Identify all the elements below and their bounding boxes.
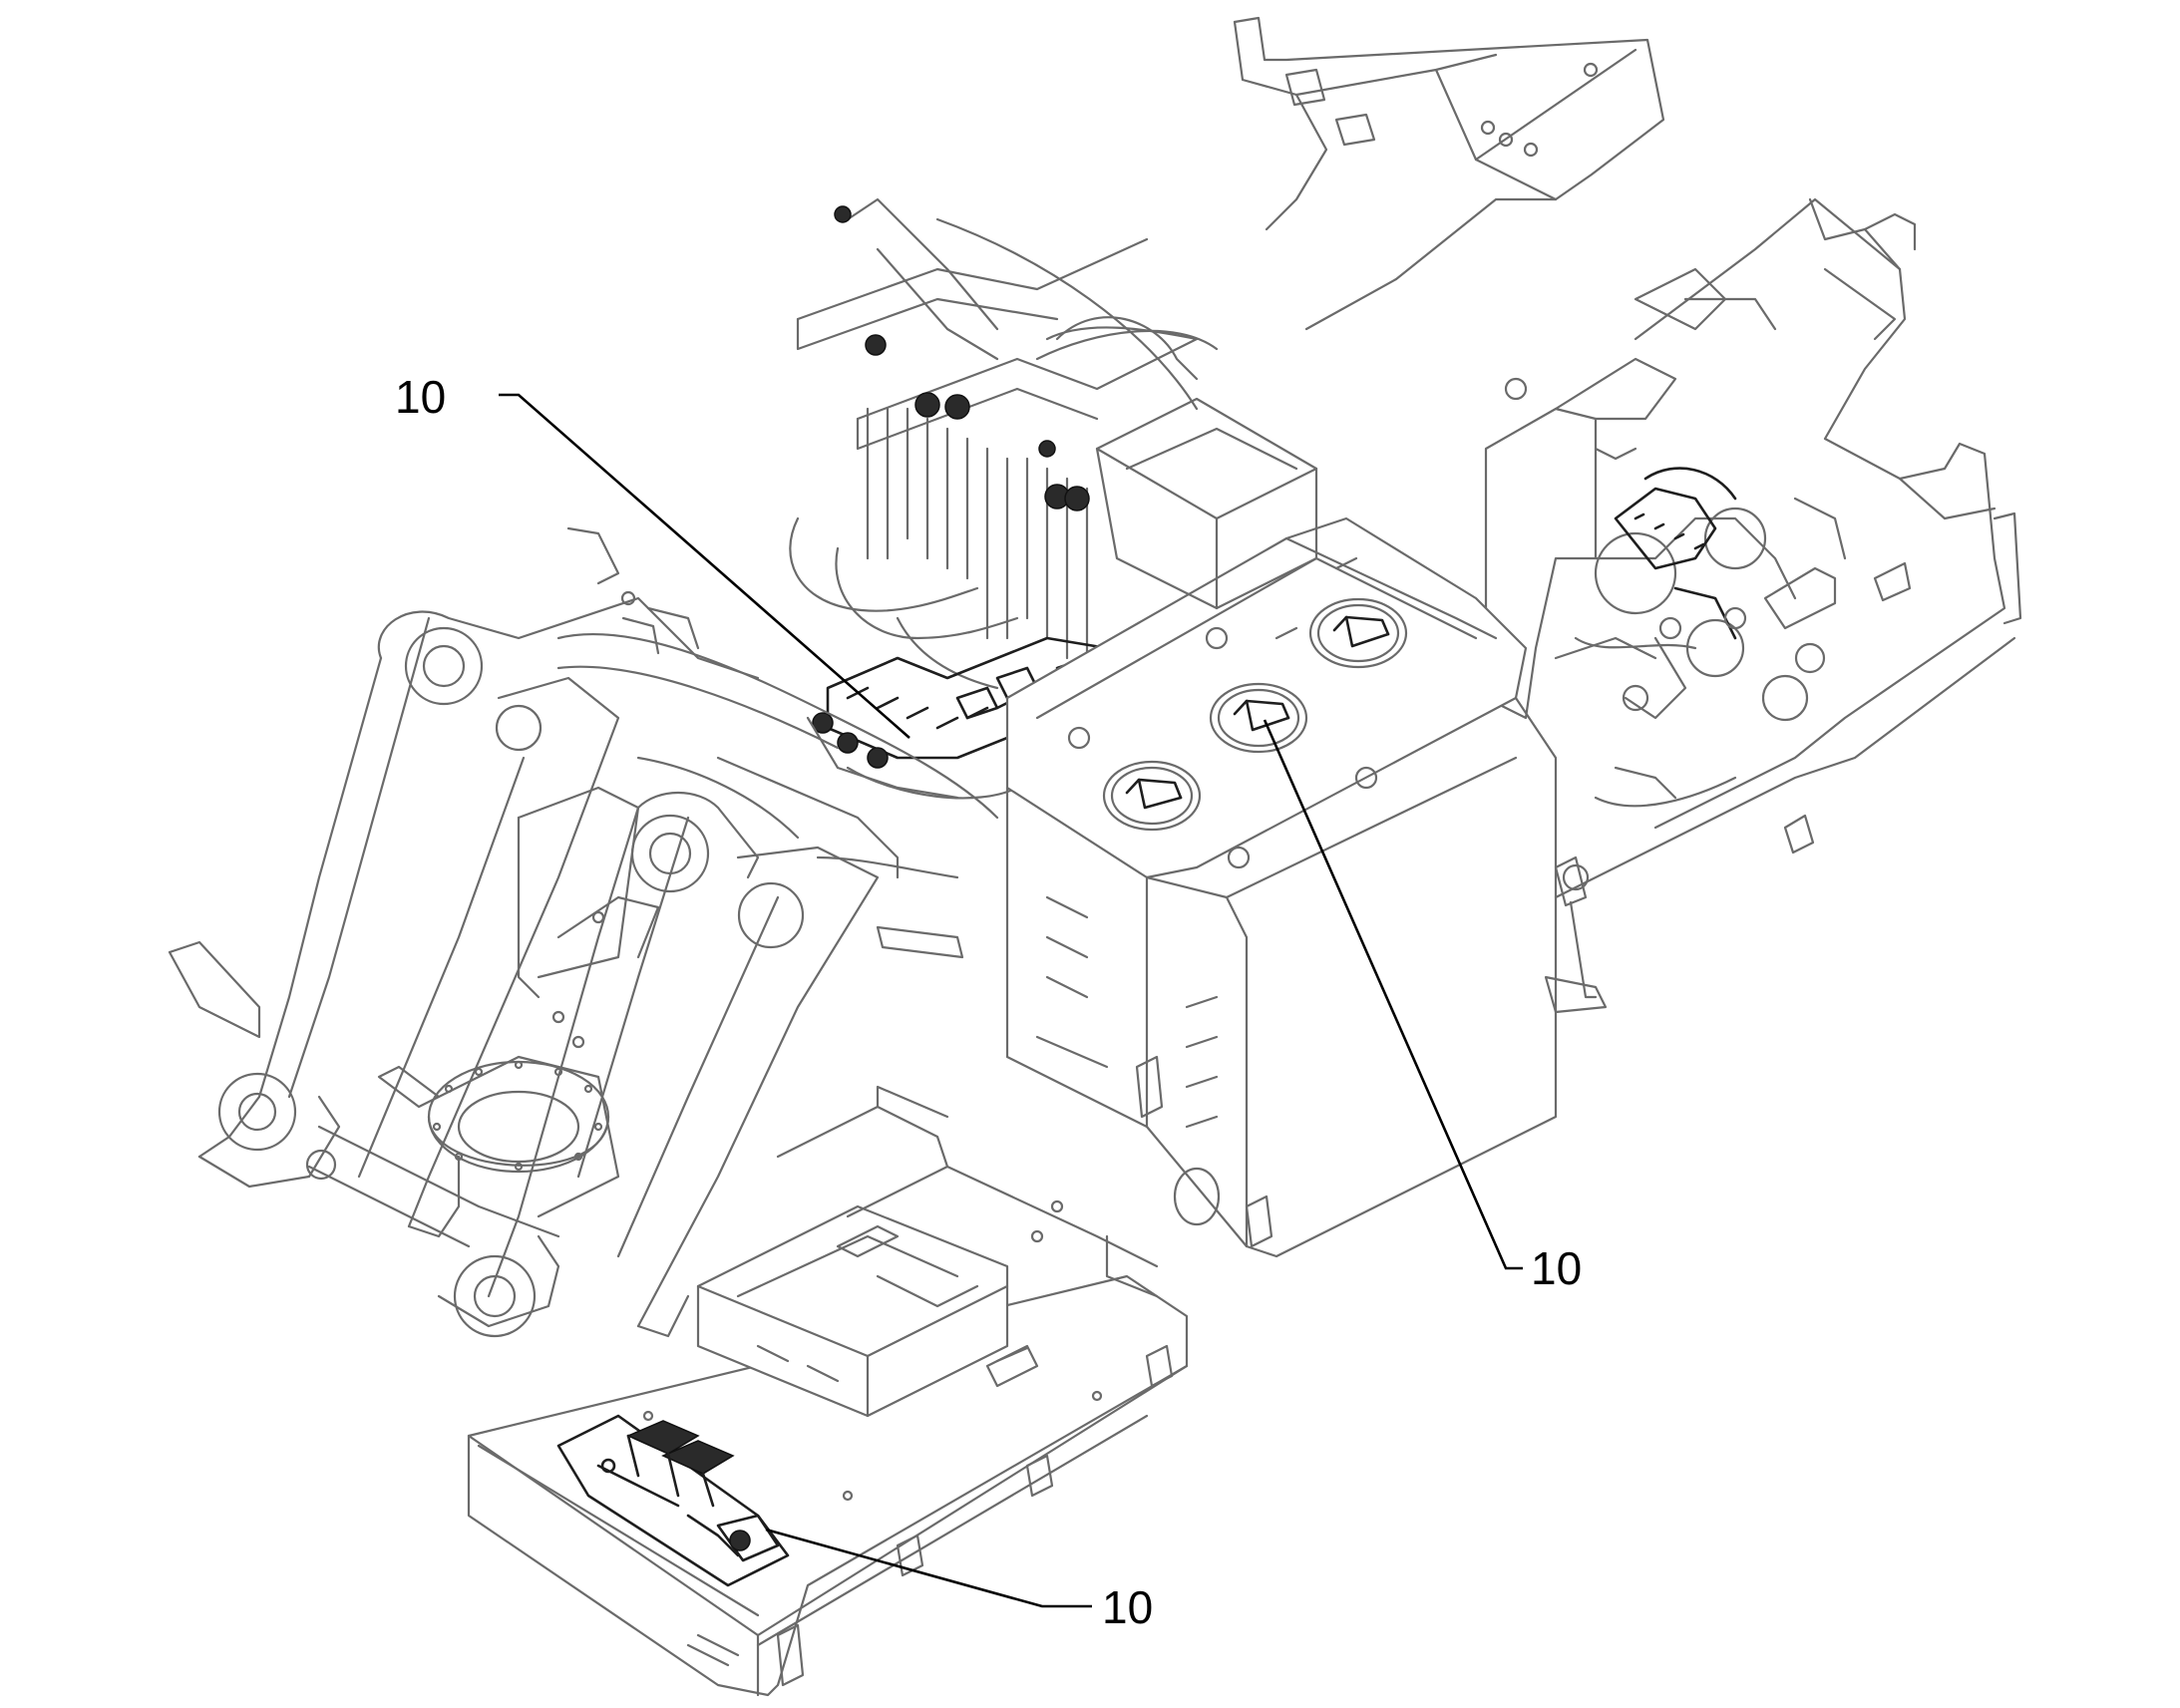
- loader-boom: [168, 526, 880, 1338]
- ring-bolts: [432, 1060, 603, 1172]
- engine-pump-area: [1484, 267, 1847, 891]
- callout-leaders: [499, 393, 1523, 1608]
- tank-cover-1: [1102, 760, 1202, 832]
- leader-tank-covers: [1263, 719, 1523, 1270]
- cab-floor: [467, 1085, 1189, 1697]
- callout-label-pedal-assembly: 10: [1102, 1581, 1153, 1633]
- tank-cover-2: [1209, 682, 1308, 754]
- callout-label-tank-covers: 10: [1531, 1242, 1582, 1294]
- callout-label-valve-block: 10: [395, 371, 446, 423]
- front-frame: [377, 633, 999, 1218]
- pedal-assembly: [556, 1414, 790, 1587]
- leader-pedal-assembly: [765, 1528, 1092, 1608]
- hydraulic-tank: [1005, 397, 1558, 1258]
- rear-frame: [1233, 16, 2022, 1014]
- leader-valve-block: [499, 393, 910, 739]
- tank-cover-3: [1308, 597, 1408, 669]
